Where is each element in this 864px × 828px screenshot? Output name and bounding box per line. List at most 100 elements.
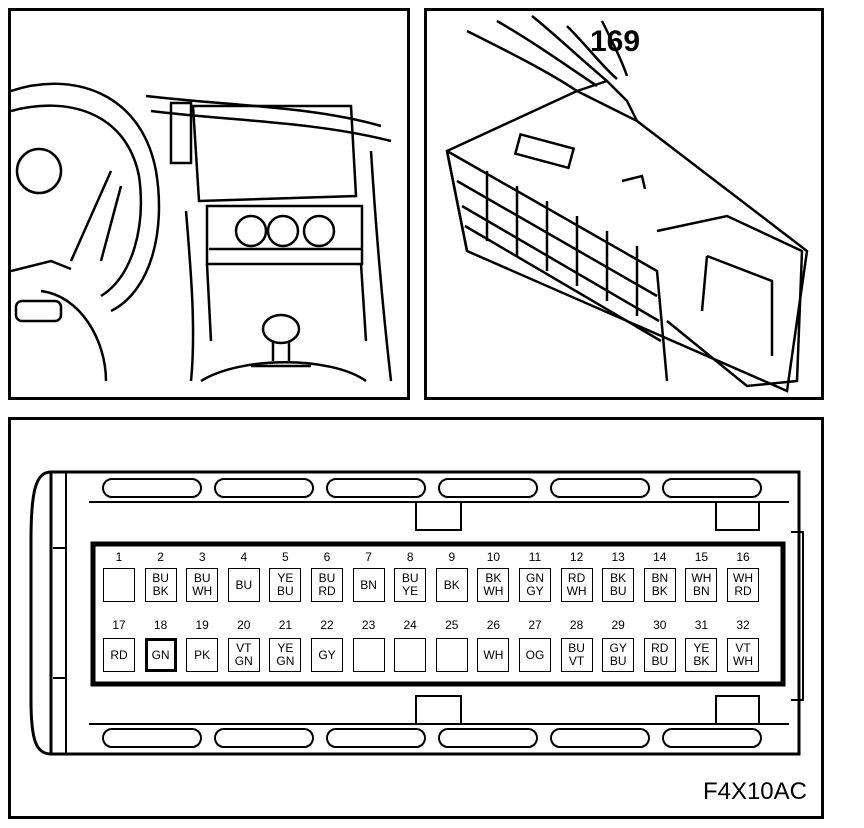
wire-color-code: YE	[277, 641, 294, 655]
pin-cavity: PK	[186, 638, 219, 672]
pin-number: 20	[237, 618, 251, 632]
pin-number: 26	[486, 618, 501, 632]
pin-number: 25	[445, 618, 459, 632]
pin-number: 14	[653, 550, 667, 564]
pin-number: 6	[323, 550, 331, 564]
pin-number: 17	[112, 618, 126, 632]
pin-number: 7	[365, 550, 372, 564]
pin-number: 9	[448, 550, 456, 564]
wire-color-code: BU	[277, 584, 294, 598]
wire-color-code: RD	[734, 584, 752, 598]
wire-color-code: WH	[691, 571, 712, 585]
wire-color-code: WH	[733, 571, 753, 585]
pin-number: 3	[198, 550, 206, 564]
wire-color-code: BU	[152, 571, 169, 585]
pin-number: 27	[528, 618, 542, 632]
pin-number: 16	[736, 550, 750, 564]
pin-cavity	[103, 568, 135, 602]
wire-color-code: WH	[483, 584, 504, 598]
pin-cavity: BU	[227, 568, 260, 602]
wire-color-code: BU	[235, 577, 253, 592]
pin-number: 15	[694, 550, 709, 564]
pin-cavity: WH	[477, 638, 510, 672]
wire-color-code: BN	[651, 571, 669, 585]
wire-color-code: BU	[651, 654, 669, 668]
wire-color-code: BK	[610, 571, 627, 585]
pin-number: 29	[611, 618, 625, 632]
pin-number: 32	[736, 618, 750, 632]
wire-color-code: VT	[568, 654, 585, 668]
wire-color-code: RD	[318, 584, 336, 598]
connector-face-outline	[29, 470, 804, 756]
pin-number: 10	[486, 550, 501, 564]
wire-color-code: VT	[236, 641, 252, 655]
pin-number: 18	[153, 618, 168, 632]
wire-color-code: RD	[651, 641, 669, 655]
pin-number: 11	[528, 550, 542, 564]
pin-cavity: GY	[311, 638, 343, 672]
wire-color-code: BK	[152, 584, 169, 598]
wire-color-code: WH	[566, 584, 587, 598]
pin-number: 8	[406, 550, 414, 564]
connector-illustration	[445, 15, 809, 393]
wire-color-code: RD	[567, 571, 586, 585]
wire-color-code: BU	[193, 571, 211, 585]
dashboard-location-panel	[8, 8, 410, 400]
pin-number: 28	[569, 618, 584, 632]
wire-color-code: WH	[192, 584, 213, 598]
wire-color-code: BK	[693, 654, 710, 668]
wire-color-code: GN	[234, 654, 253, 668]
pin-number: 13	[611, 550, 625, 564]
connector-reference-number: 169	[590, 25, 641, 58]
wire-color-code: BN	[693, 584, 710, 598]
pin-number: 30	[653, 618, 667, 632]
wire-color-code: VT	[735, 641, 751, 655]
pin-number: 24	[403, 618, 417, 632]
wire-color-code: GN	[276, 654, 295, 668]
pin-number: 19	[195, 618, 209, 632]
pin-number: 21	[278, 618, 293, 632]
wire-color-code: BN	[360, 577, 377, 592]
pin-cavity: GN	[144, 638, 177, 672]
wire-color-code: BU	[318, 571, 336, 585]
wire-color-code: WH	[483, 647, 504, 662]
wire-color-code: PK	[194, 647, 211, 662]
pin-cavity: BN	[352, 568, 385, 602]
wire-color-code: BU	[609, 584, 627, 598]
pin-number: 2	[157, 550, 164, 564]
wire-color-code: GN	[151, 647, 170, 662]
pin-cavity	[435, 638, 468, 672]
pin-number: 23	[361, 618, 376, 632]
pin-cavity: OG	[519, 638, 551, 672]
pin-cavity	[394, 638, 427, 672]
wire-color-code: WH	[733, 654, 753, 668]
wire-color-code: BU	[401, 571, 419, 585]
pin-number: 5	[282, 550, 289, 564]
wire-color-code: BK	[443, 577, 460, 592]
pin-cavity	[352, 638, 385, 672]
pin-cavity: BK	[435, 568, 468, 602]
wire-color-code: GY	[318, 647, 336, 662]
figure-code: F4X10AC	[702, 778, 807, 805]
wire-color-code: BK	[485, 571, 502, 585]
wire-color-code: BU	[609, 654, 627, 668]
pin-cavity: RD	[103, 638, 135, 672]
wire-color-code: YE	[693, 641, 710, 655]
wire-color-code: BK	[651, 584, 668, 598]
pin-number: 31	[694, 618, 709, 632]
